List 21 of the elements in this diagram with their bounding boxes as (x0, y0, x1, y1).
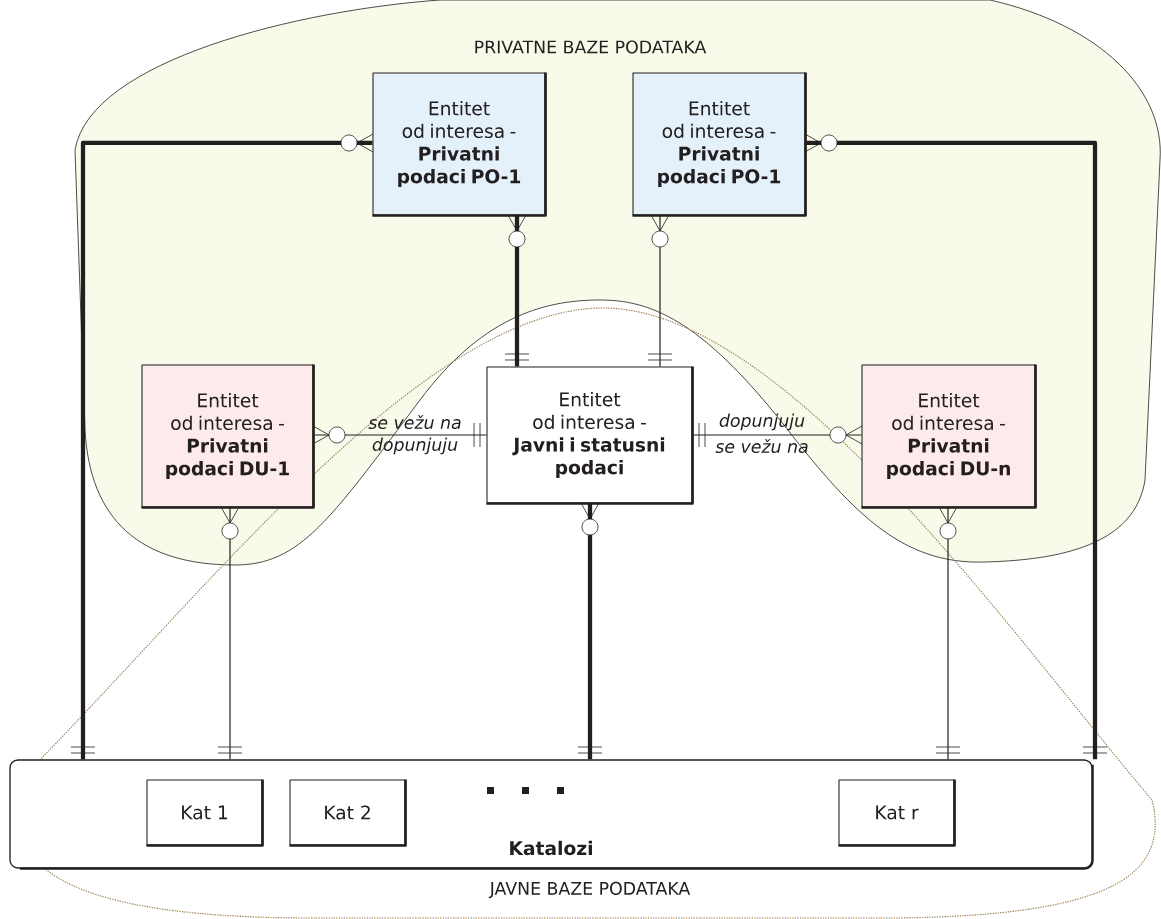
relationship-line (70, 133, 374, 760)
category-box: Kat 2 (289, 779, 407, 847)
relationship-line (577, 502, 603, 760)
relationship-line (312, 422, 488, 448)
edge-label: se vežu na (368, 414, 461, 430)
relationship-label: se vežu na (715, 438, 808, 454)
category-box: Kat 1 (146, 779, 264, 847)
relationship-line (504, 214, 530, 367)
entity-box: Entitet od interesa - Privatni podaci DU-n (861, 364, 1037, 509)
relationship-line (804, 133, 1108, 760)
category-box: Kat r (838, 779, 956, 847)
relationship-line (935, 506, 961, 760)
entity-box: Entitet od interesa - Privatni podaci PO-1 (372, 72, 547, 217)
relationship-label: dopunjuju (372, 437, 458, 455)
relationship-line (647, 214, 673, 368)
relationship-line (691, 422, 863, 448)
edge-label: dopunjuju (719, 413, 805, 431)
entity-box: Entitet od interesa - Privatni podaci PO-1 (632, 72, 807, 217)
relationship-line (217, 506, 243, 760)
entity-box: Entitet od interesa - Javni i statusni podaci (486, 366, 694, 505)
entity-box: Entitet od interesa - Privatni podaci DU-1 (141, 364, 315, 509)
